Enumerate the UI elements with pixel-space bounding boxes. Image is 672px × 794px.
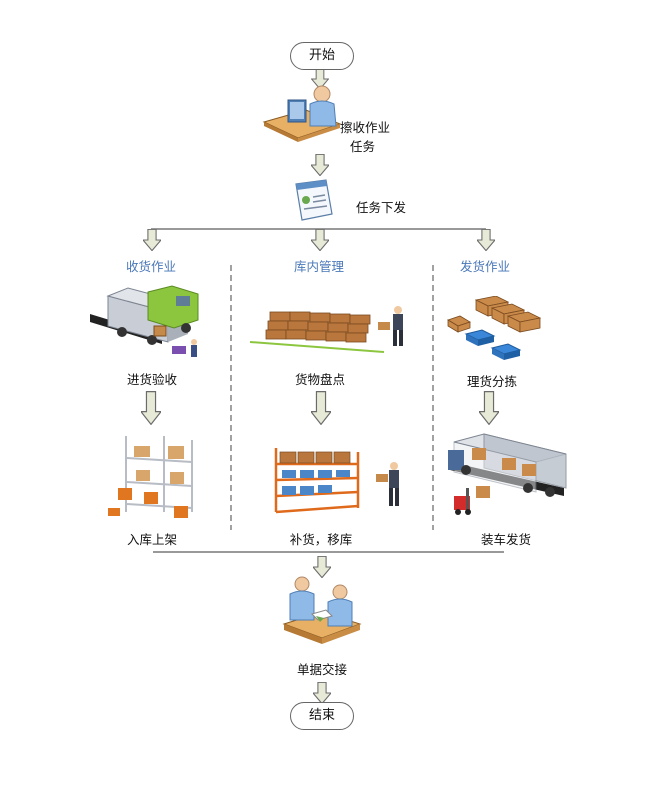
- truck-loading-icon: [448, 433, 567, 515]
- receive-task-label: 擦收作业 任务: [340, 117, 390, 155]
- inbound-step1-label: 进货验收: [126, 372, 177, 387]
- internal-step2-label: 补货，移库: [289, 532, 353, 547]
- arrow-outbound-step: [479, 391, 499, 425]
- internal-step1-label: 货物盘点: [294, 372, 345, 387]
- end-node: 结束: [290, 702, 354, 730]
- dispatch-label: 任务下发: [356, 200, 407, 215]
- outbound-step2-label: 装车发货: [480, 532, 531, 547]
- arrow-inbound-step: [141, 391, 161, 425]
- handover-label: 单据交接: [296, 662, 347, 677]
- receive-task-line2: 任务: [350, 139, 376, 154]
- arrow-internal-step: [311, 391, 331, 425]
- replenish-rack-icon: [274, 448, 399, 514]
- end-label: 结束: [308, 708, 335, 723]
- start-label: 开始: [308, 48, 335, 63]
- person-at-desk-icon: [262, 85, 342, 142]
- arrow-to-end: [313, 682, 331, 704]
- arrow-to-outbound: [477, 229, 495, 251]
- arrow-to-internal: [311, 229, 329, 251]
- inventory-count-icon: [249, 306, 403, 353]
- receive-task-line1: 擦收作业: [340, 120, 391, 135]
- inbound-step2-label: 入库上架: [126, 532, 177, 547]
- inbound-title: 收货作业: [125, 259, 176, 274]
- sorting-boxes-icon: [447, 296, 542, 360]
- start-node: 开始: [290, 42, 354, 70]
- outbound-step1-label: 理货分拣: [466, 374, 517, 389]
- truck-unloading-icon: [90, 285, 199, 357]
- document-icon: [295, 179, 333, 221]
- internal-title: 库内管理: [293, 259, 344, 274]
- arrow-receive-to-dispatch: [311, 154, 329, 176]
- handover-people-icon: [282, 576, 362, 644]
- outbound-title: 发货作业: [459, 259, 510, 274]
- arrow-to-inbound: [143, 229, 161, 251]
- high-rack-icon: [108, 436, 193, 518]
